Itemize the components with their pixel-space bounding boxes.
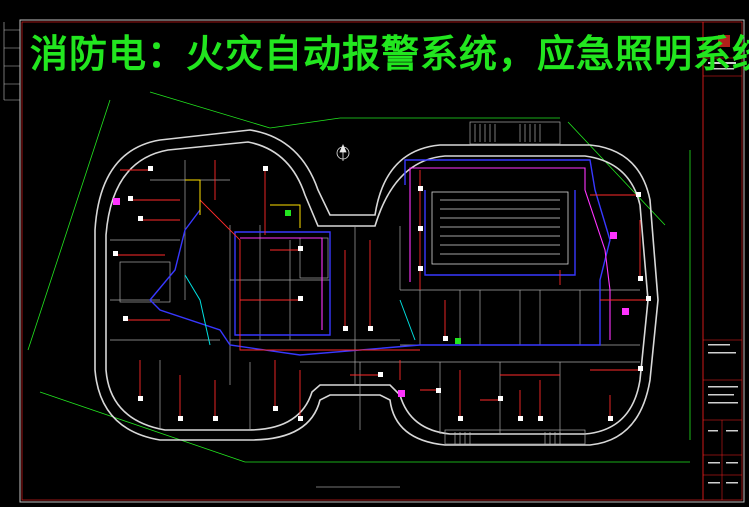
left-margin-strip <box>3 22 20 101</box>
room-partitions <box>110 121 640 445</box>
emergency-lighting-circuit <box>149 159 611 356</box>
title-block <box>702 22 742 500</box>
signal-lines <box>184 179 416 346</box>
smoke-detector-icon <box>113 166 651 421</box>
fire-linkage-control-line <box>240 167 611 340</box>
stairs <box>454 124 561 444</box>
north-arrow-icon <box>336 143 350 161</box>
building-walls <box>94 129 659 446</box>
fire-alarm-panel-icon <box>285 210 461 344</box>
dimension-lines <box>27 91 691 463</box>
page-title: 消防电：火灾自动报警系统，应急照明系统 <box>30 31 749 76</box>
drawing-border <box>19 19 745 503</box>
inner-border <box>21 21 743 501</box>
company-logo-icon <box>718 35 730 47</box>
pool-area <box>431 191 569 265</box>
manual-alarm-button-icon <box>113 198 629 397</box>
